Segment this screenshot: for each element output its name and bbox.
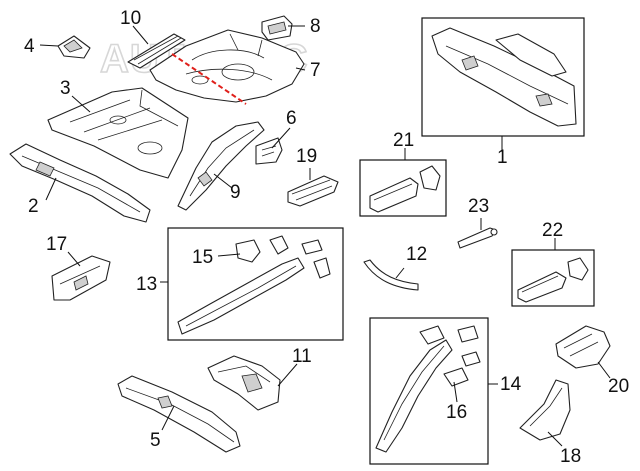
callout-6: 6 — [286, 108, 297, 129]
part-21-member — [369, 165, 441, 213]
callout-16: 16 — [446, 402, 467, 423]
callout-11: 11 — [292, 346, 312, 367]
part-17-bracket — [51, 255, 111, 301]
part-3-floor-panel — [47, 87, 189, 179]
callout-23: 23 — [468, 196, 489, 217]
callout-8: 8 — [310, 16, 321, 37]
part-14-side-member — [375, 325, 481, 453]
part-21-box — [359, 159, 447, 217]
part-11-bracket — [207, 355, 281, 411]
callout-17: 17 — [46, 234, 67, 255]
part-13-box — [167, 227, 344, 341]
cut-line — [171, 53, 247, 105]
callout-10: 10 — [120, 8, 141, 29]
part-18-bracket — [519, 379, 571, 441]
part-2-side-member — [9, 143, 151, 223]
part-10-rail — [127, 33, 186, 69]
callout-3: 3 — [60, 78, 71, 99]
callout-9: 9 — [230, 182, 241, 203]
callout-5: 5 — [150, 430, 161, 451]
callout-21: 21 — [393, 130, 414, 151]
callout-18: 18 — [560, 446, 581, 467]
callout-19: 19 — [296, 146, 317, 167]
part-4-bracket — [57, 35, 91, 59]
callout-13: 13 — [136, 274, 157, 295]
callouts: 1 2 3 4 5 6 7 8 9 10 11 12 13 14 15 16 1… — [24, 8, 629, 467]
part-1-rear-panel — [431, 27, 577, 127]
part-8-bracket — [261, 15, 293, 41]
part-12-curved-bracket — [363, 259, 419, 291]
part-13-rail-assembly — [177, 235, 331, 335]
part-5-cross-member — [117, 375, 241, 453]
callout-20: 20 — [608, 376, 629, 397]
part-20-bracket — [555, 325, 611, 369]
callout-1: 1 — [497, 147, 508, 168]
leader-lines — [39, 25, 611, 447]
part-19-cross-member — [287, 175, 339, 207]
part-22-member — [517, 257, 589, 303]
callout-4: 4 — [24, 36, 35, 57]
callout-2: 2 — [28, 196, 39, 217]
part-14-box — [369, 317, 489, 465]
part-7-rear-floor-pan — [149, 29, 305, 103]
callout-15: 15 — [192, 247, 213, 268]
callout-7: 7 — [310, 60, 321, 81]
part-23-rod — [457, 227, 498, 249]
part-1-box — [421, 17, 585, 137]
callout-22: 22 — [542, 220, 563, 241]
part-9-side-rail — [177, 121, 265, 211]
part-22-box — [511, 249, 595, 307]
callout-14: 14 — [500, 374, 522, 395]
callout-12: 12 — [406, 244, 427, 265]
